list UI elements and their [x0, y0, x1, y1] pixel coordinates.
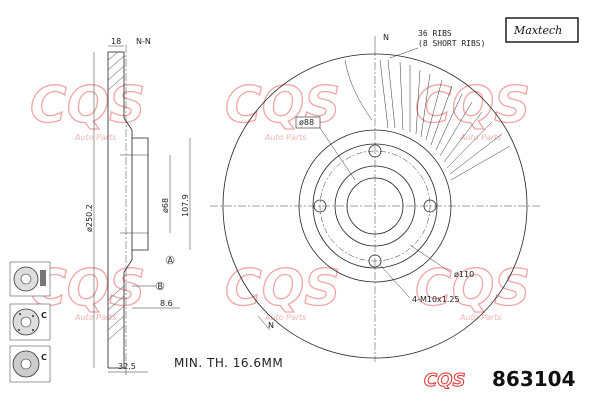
watermark-sub: Auto Parts — [264, 133, 306, 142]
bottom-brand-logo: CQS — [424, 370, 466, 392]
dim-offset: 8.6 — [160, 299, 173, 308]
bore-label-box — [295, 116, 321, 129]
dim-center-bore: ø88 — [299, 118, 314, 127]
watermark-sub: Auto Parts — [459, 313, 501, 322]
section-label: N-N — [136, 37, 151, 46]
section-marker-top: N — [383, 33, 389, 42]
watermark-text: CQS — [225, 259, 340, 317]
watermark-sub: Auto Parts — [459, 133, 501, 142]
disc-inner-face — [123, 52, 133, 368]
ribs-note-line-2: (8 SHORT RIBS) — [418, 39, 485, 48]
watermark-text: CQS — [225, 76, 340, 134]
maxtech-logo: Maxtech — [505, 17, 579, 43]
dim-height: 107.9 — [181, 194, 190, 217]
dim-bolts: 4-M10x1.25 — [412, 295, 460, 304]
bottom-logo-text: CQS — [424, 370, 465, 391]
marker-a-label: A — [168, 256, 174, 265]
dim-top-width: 18 — [111, 37, 121, 46]
ribs-note-line-1: 36 RIBS — [418, 29, 452, 38]
watermark-sub: Auto Parts — [74, 313, 116, 322]
icon-letter-c: C — [41, 311, 47, 320]
coated-disc-icon: C — [9, 345, 51, 383]
section-hatching — [107, 51, 125, 341]
part-number: 863104 — [492, 367, 576, 391]
marker-b — [155, 281, 165, 291]
section-marker-bottom: N — [268, 321, 274, 330]
watermark-sub: Auto Parts — [74, 133, 116, 142]
maxtech-logo-text: Maxtech — [513, 24, 562, 37]
section-view: 18 N-N ø250.2 ø68 107.9 A B 8.6 32.5 — [85, 37, 191, 375]
marker-b-label: B — [158, 282, 164, 291]
dim-diameter: ø250.2 — [85, 204, 94, 232]
watermark-layer: CQS CQS CQS CQS CQS CQS Auto Parts Auto … — [29, 75, 531, 322]
watermark-sub: Auto Parts — [264, 313, 306, 322]
watermark-text: CQS — [415, 259, 530, 317]
dim-bolt-circle: ø110 — [454, 270, 474, 279]
dim-hub-diameter: ø68 — [161, 198, 170, 213]
watermark-text: CQS — [30, 76, 145, 134]
plain-disc-icon — [9, 261, 51, 297]
watermark-text: CQS — [415, 76, 530, 134]
dim-bottom-width: 32.5 — [118, 362, 136, 371]
cooling-ribs — [344, 59, 511, 181]
icon-letter-c: C — [41, 353, 47, 362]
front-view: N N 36 RIBS (8 SHORT RIBS) ø88 ø110 4-M1… — [210, 29, 540, 362]
hub-outline — [132, 137, 149, 251]
drilled-disc-icon: C — [9, 303, 51, 341]
disc-type-icons: C C — [9, 261, 51, 383]
marker-a — [165, 255, 175, 265]
min-thickness-note: MIN. TH. 16.6MM — [174, 356, 283, 370]
